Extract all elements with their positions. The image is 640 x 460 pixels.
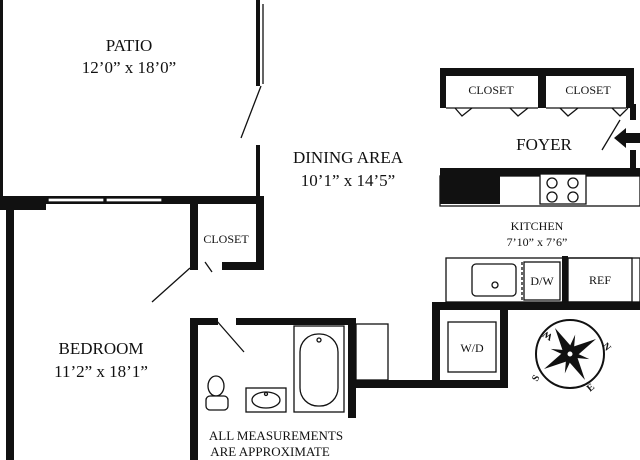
kitchen-dims: 7’10” x 7’6” [507, 235, 568, 249]
entry-arrow-icon [614, 128, 640, 148]
closet-bedroom-label: CLOSET [203, 232, 249, 246]
kitchen-fridge-fill [562, 256, 568, 302]
bedroom-label: BEDROOM [58, 339, 143, 358]
washer-dryer-label: W/D [460, 341, 484, 355]
patio-label: PATIO [106, 36, 153, 55]
compass-e: E [585, 381, 597, 394]
foyer-label: FOYER [516, 135, 572, 154]
bath-fixtures [205, 323, 389, 413]
compass-rose-icon [535, 319, 605, 389]
note-line-1: ALL MEASUREMENTS [209, 428, 343, 443]
washer-dryer [447, 321, 497, 373]
patio-dims: 12’0” x 18’0” [82, 58, 176, 77]
dishwasher-label: D/W [530, 274, 554, 288]
doors [151, 85, 629, 353]
closet-foyer-2-label: CLOSET [565, 83, 611, 97]
dining-dims: 10’1” x 14’5” [301, 171, 395, 190]
bedroom-dims: 11’2” x 18’1” [54, 362, 148, 381]
kitchen-label: KITCHEN [511, 219, 564, 233]
dining-label: DINING AREA [293, 148, 404, 167]
note-line-2: ARE APPROXIMATE [210, 444, 330, 459]
compass-s: S [530, 373, 543, 384]
windows [47, 4, 264, 203]
closet-foyer-1-label: CLOSET [468, 83, 514, 97]
kitchen-fixtures [439, 170, 640, 303]
refrigerator-label: REF [589, 273, 611, 287]
compass-w: W [541, 328, 555, 343]
